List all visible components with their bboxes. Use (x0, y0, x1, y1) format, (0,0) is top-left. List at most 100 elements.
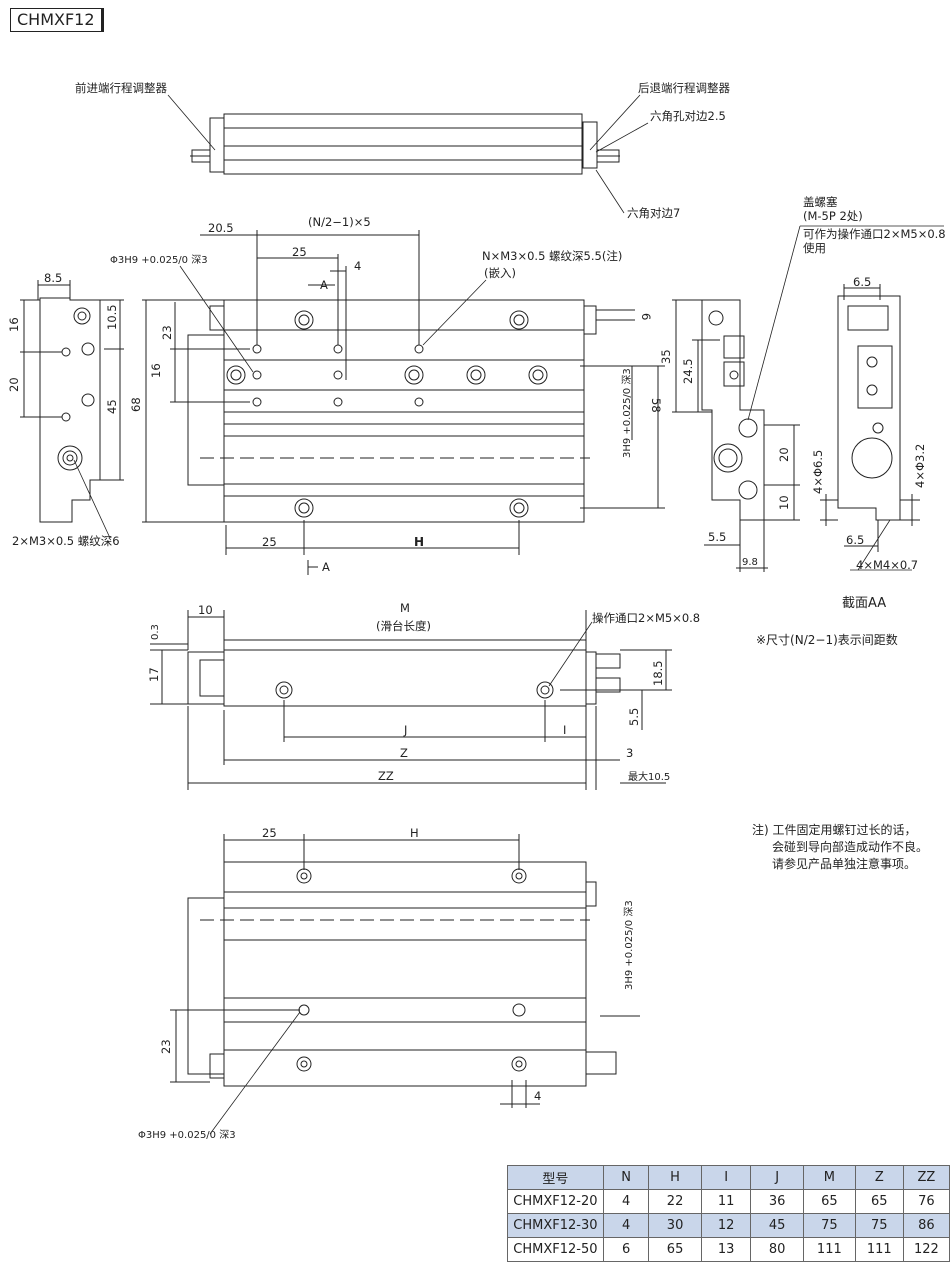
spec-header-row: 型号 N H I J M Z ZZ (507, 1165, 950, 1190)
section-view (820, 284, 920, 571)
cell-z: 75 (854, 1213, 904, 1238)
cell-z: 111 (854, 1237, 904, 1262)
header-m: M (802, 1165, 856, 1190)
label-hole-3-2: 4×Φ3.2 (913, 444, 927, 488)
dim-sec-6-5: 6.5 (853, 275, 871, 289)
cell-z: 65 (854, 1189, 904, 1214)
header-i: I (700, 1165, 752, 1190)
cell-j: 45 (750, 1213, 804, 1238)
warning-line-2: 会碰到导向部造成动作不良。 (772, 840, 929, 854)
label-pin-hole-side: 3H9 +0.025/0 深3 (621, 368, 633, 458)
dim-35: 35 (659, 349, 673, 364)
cell-h: 22 (648, 1189, 702, 1214)
dim-10-5: 10.5 (105, 304, 119, 330)
cell-m: 65 (802, 1189, 856, 1214)
cell-model: CHMXF12-50 (507, 1237, 604, 1262)
warning-line-3: 请参见产品单独注意事项。 (772, 857, 917, 871)
dim-9-8: 9.8 (742, 557, 758, 568)
dim-16: 16 (149, 363, 163, 378)
cell-zz: 86 (902, 1213, 950, 1238)
dim-45: 45 (105, 399, 119, 414)
dim-z: Z (400, 746, 408, 760)
section-caption: 截面AA (842, 596, 886, 611)
dim-end-16: 16 (7, 317, 21, 332)
header-n: N (602, 1165, 650, 1190)
header-j: J (750, 1165, 804, 1190)
dim-3: 3 (626, 746, 633, 760)
label-hex-socket: 六角孔对边2.5 (650, 109, 726, 123)
cell-n: 6 (602, 1237, 650, 1262)
dim-right-20: 20 (777, 447, 791, 462)
model-title: CHMXF12 (10, 8, 104, 32)
dim-20-5: 20.5 (208, 221, 234, 235)
cell-n: 4 (602, 1213, 650, 1238)
cell-model: CHMXF12-20 (507, 1189, 604, 1214)
cell-n: 4 (602, 1189, 650, 1214)
cell-zz: 122 (902, 1237, 950, 1262)
label-hole-6-5: 4×Φ6.5 (811, 450, 825, 494)
cell-h: 65 (648, 1237, 702, 1262)
dim-bottom-23: 23 (159, 1039, 173, 1054)
dim-68: 68 (129, 397, 143, 412)
dim-25: 25 (292, 245, 307, 259)
dim-pitch-formula: (N/2−1)×5 (308, 215, 371, 229)
label-slide-length: (滑台长度) (376, 619, 431, 633)
cell-m: 111 (802, 1237, 856, 1262)
dim-h: H (414, 535, 424, 549)
dim-j: J (403, 723, 407, 737)
table-row: CHMXF12-50 6 65 13 80 111 111 122 (507, 1237, 950, 1262)
label-bottom-pin-side: 3H9 +0.025/0 深3 (623, 900, 635, 990)
dim-bottom-4: 4 (534, 1089, 541, 1103)
dim-end-20: 20 (7, 377, 21, 392)
footnote-pitch: ※尺寸(N/2−1)表示间距数 (756, 633, 898, 647)
header-h: H (648, 1165, 702, 1190)
dim-right-5-5: 5.5 (708, 530, 726, 544)
dim-23: 23 (160, 325, 174, 340)
section-a-top: A (320, 278, 328, 292)
dim-18-5: 18.5 (651, 660, 665, 686)
label-rear-adjuster: 后退端行程调整器 (638, 81, 730, 95)
label-end-thread: 2×M3×0.5 螺纹深6 (12, 534, 120, 548)
dim-6: 6 (639, 313, 653, 320)
bottom-view (170, 834, 640, 1135)
label-port-note: 可作为操作通口2×M5×0.8 (803, 227, 946, 241)
section-a-bottom: A (322, 560, 330, 574)
label-insert: (嵌入) (484, 266, 516, 280)
top-view (167, 94, 649, 214)
side-view (150, 610, 672, 790)
spec-table: 型号 N H I J M Z ZZ CHMXF12-20 4 22 11 36 … (507, 1165, 950, 1262)
cell-h: 30 (648, 1213, 702, 1238)
dim-side-10: 10 (198, 603, 213, 617)
right-view (672, 225, 944, 572)
cell-i: 11 (700, 1189, 752, 1214)
label-pin-hole: Φ3H9 +0.025/0 深3 (110, 254, 208, 266)
warning-line-1: 注) 工件固定用螺钉过长的话， (752, 823, 917, 837)
label-side-port: 操作通口2×M5×0.8 (592, 611, 700, 625)
label-thread-note: N×M3×0.5 螺纹深5.5(注) (482, 249, 622, 263)
dim-i: I (563, 723, 566, 737)
cell-zz: 76 (902, 1189, 950, 1214)
table-row: CHMXF12-20 4 22 11 36 65 65 76 (507, 1189, 950, 1214)
header-z: Z (854, 1165, 904, 1190)
label-front-adjuster: 前进端行程调整器 (75, 81, 167, 95)
dim-side-5-5: 5.5 (627, 708, 641, 726)
cell-model: CHMXF12-30 (507, 1213, 604, 1238)
dim-8-5: 8.5 (44, 271, 62, 285)
dim-4: 4 (354, 259, 361, 273)
dim-bottom-25: 25 (262, 826, 277, 840)
header-zz: ZZ (902, 1165, 950, 1190)
dim-58: 58 (649, 398, 663, 413)
table-row: CHMXF12-30 4 30 12 45 75 75 86 (507, 1213, 950, 1238)
cell-i: 13 (700, 1237, 752, 1262)
dim-0-3: 0.3 (150, 624, 161, 640)
cell-m: 75 (802, 1213, 856, 1238)
dim-17: 17 (147, 667, 161, 682)
dim-right-10: 10 (777, 495, 791, 510)
label-plug-spec: (M-5P 2处) (803, 209, 863, 223)
dim-sec-6-5-bottom: 6.5 (846, 533, 864, 547)
dim-m: M (400, 601, 410, 615)
end-view (20, 280, 124, 539)
dim-24-5: 24.5 (681, 358, 695, 384)
label-hex-flat: 六角对边7 (627, 206, 680, 220)
